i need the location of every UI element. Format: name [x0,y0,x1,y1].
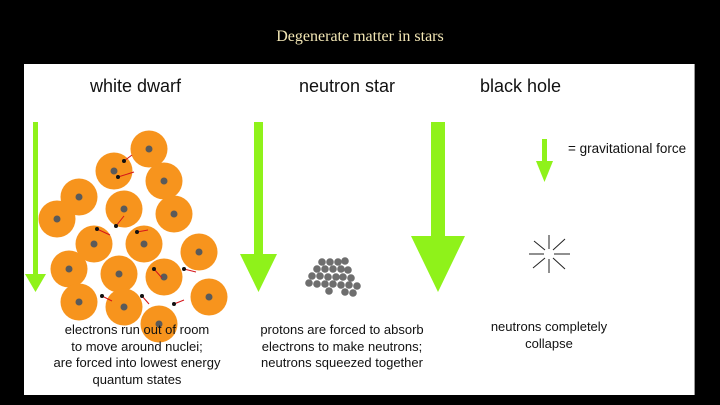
electron-motion-arrow [117,171,135,178]
neutron [326,258,334,266]
neutron [329,280,337,288]
diagram-panel: white dwarf neutron star black hole = gr… [24,64,695,395]
white-dwarf-electrons [95,154,197,306]
nucleus [90,240,98,248]
neutron [308,272,316,280]
heading-white-dwarf: white dwarf [90,76,182,96]
nucleus [120,303,128,311]
electron-motion-arrow [153,268,163,279]
caption-black-hole: neutrons completely collapse [490,319,608,351]
neutron [341,288,349,296]
electron [114,224,118,228]
electron [100,294,104,298]
nucleus [75,298,83,306]
electron-motion-arrow [96,228,111,236]
neutron [318,258,326,266]
nucleus [65,265,73,273]
nucleus [140,240,148,248]
electron [116,175,120,179]
neutron [313,265,321,273]
nucleus [75,193,83,201]
neutron [337,281,345,289]
nucleus [120,205,128,213]
nucleus [53,215,61,223]
neutron [353,282,361,290]
neutron [321,280,329,288]
electron-motion-arrow [183,268,197,273]
electron [140,294,144,298]
neutron [324,273,332,281]
neutron [305,279,313,287]
electron [152,267,156,271]
neutron [349,289,357,297]
caption-neutron-star: protons are forced to absorb electrons t… [260,322,424,370]
neutron [345,281,353,289]
diagram-art [25,122,570,343]
electron [182,267,186,271]
neutron [337,265,345,273]
black-hole-collapse-burst [529,235,570,273]
neutron [316,272,324,280]
neutron [334,258,342,266]
neutron [341,257,349,265]
nucleus [160,177,168,185]
nucleus [115,270,123,278]
gravity-arrow-black-hole [411,122,465,292]
neutron [321,265,329,273]
neutron [332,273,340,281]
green-arrow-icon [536,139,553,182]
nucleus [110,167,118,175]
heading-neutron-star: neutron star [299,76,396,96]
electron [172,302,176,306]
neutron [325,287,333,295]
neutron [313,280,321,288]
caption-white-dwarf: electrons run out of room to move around… [53,322,221,387]
legend-label: = gravitational force [568,141,687,156]
nucleus [170,210,178,218]
nucleus [160,273,168,281]
neutron [339,273,347,281]
electron [135,230,139,234]
gravity-arrow-white-dwarf [25,122,46,292]
slide-title: Degenerate matter in stars [276,28,444,45]
electron-motion-arrow [115,215,125,227]
nucleus [145,145,153,153]
neutron [344,266,352,274]
neutron [329,265,337,273]
nucleus [205,293,213,301]
white-dwarf-atom-cluster [38,130,228,343]
heading-black-hole: black hole [480,76,562,96]
electron [122,159,126,163]
electron [95,227,99,231]
neutron-cluster [305,257,361,297]
nucleus [155,320,163,328]
neutron [347,274,355,282]
gravity-arrow-neutron-star [240,122,277,292]
nucleus [195,248,203,256]
